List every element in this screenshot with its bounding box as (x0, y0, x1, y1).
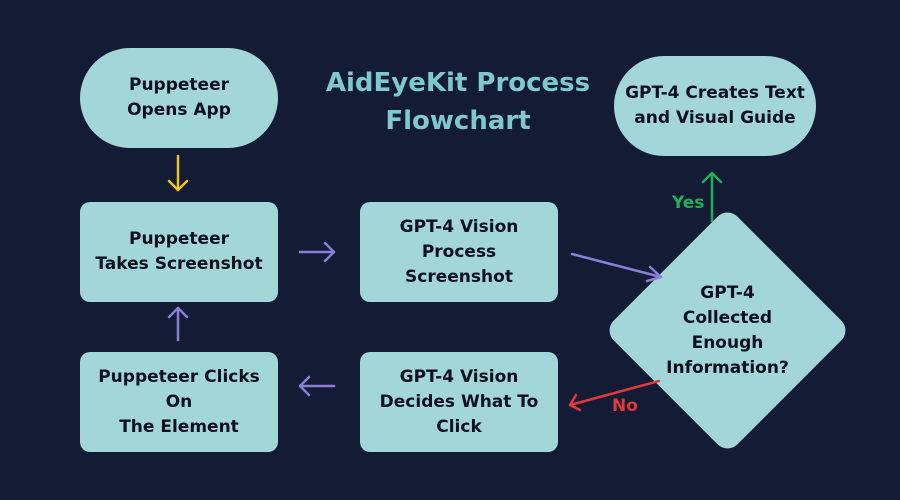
arrow-vision-to-decision (570, 252, 663, 283)
node-gpt4-decides-click: GPT-4 Vision Decides What To Click (360, 352, 558, 452)
node-puppeteer-takes-screenshot: Puppeteer Takes Screenshot (80, 202, 278, 302)
arrow-screenshot-to-vision (298, 241, 336, 263)
node-puppeteer-opens-app: Puppeteer Opens App (80, 48, 278, 148)
node-label: Puppeteer Takes Screenshot (95, 229, 263, 274)
arrow-decision-no (568, 379, 661, 412)
edge-label-yes: Yes (672, 193, 705, 213)
arrow-clicks-to-screenshot (167, 306, 189, 342)
decision-label: GPT-4 Collected Enough Information? (666, 282, 789, 378)
page-title: AidEyeKit Process Flowchart (325, 68, 591, 136)
node-label: Puppeteer Opens App (127, 75, 231, 120)
node-gpt4-creates-guide: GPT-4 Creates Text and Visual Guide (614, 56, 816, 156)
node-gpt4-vision-process: GPT-4 Vision Process Screenshot (360, 202, 558, 302)
edge-label-no: No (612, 396, 638, 416)
node-puppeteer-clicks-element: Puppeteer Clicks On The Element (80, 352, 278, 452)
node-label: Puppeteer Clicks On The Element (98, 366, 260, 437)
node-label: GPT-4 Vision Process Screenshot (399, 216, 519, 287)
arrow-open-to-screenshot (167, 154, 189, 192)
node-label: GPT-4 Creates Text and Visual Guide (625, 83, 805, 128)
node-label: GPT-4 Vision Decides What To Click (379, 366, 539, 437)
arrow-decides-to-clicks (298, 375, 336, 397)
arrow-decision-yes (701, 171, 723, 223)
